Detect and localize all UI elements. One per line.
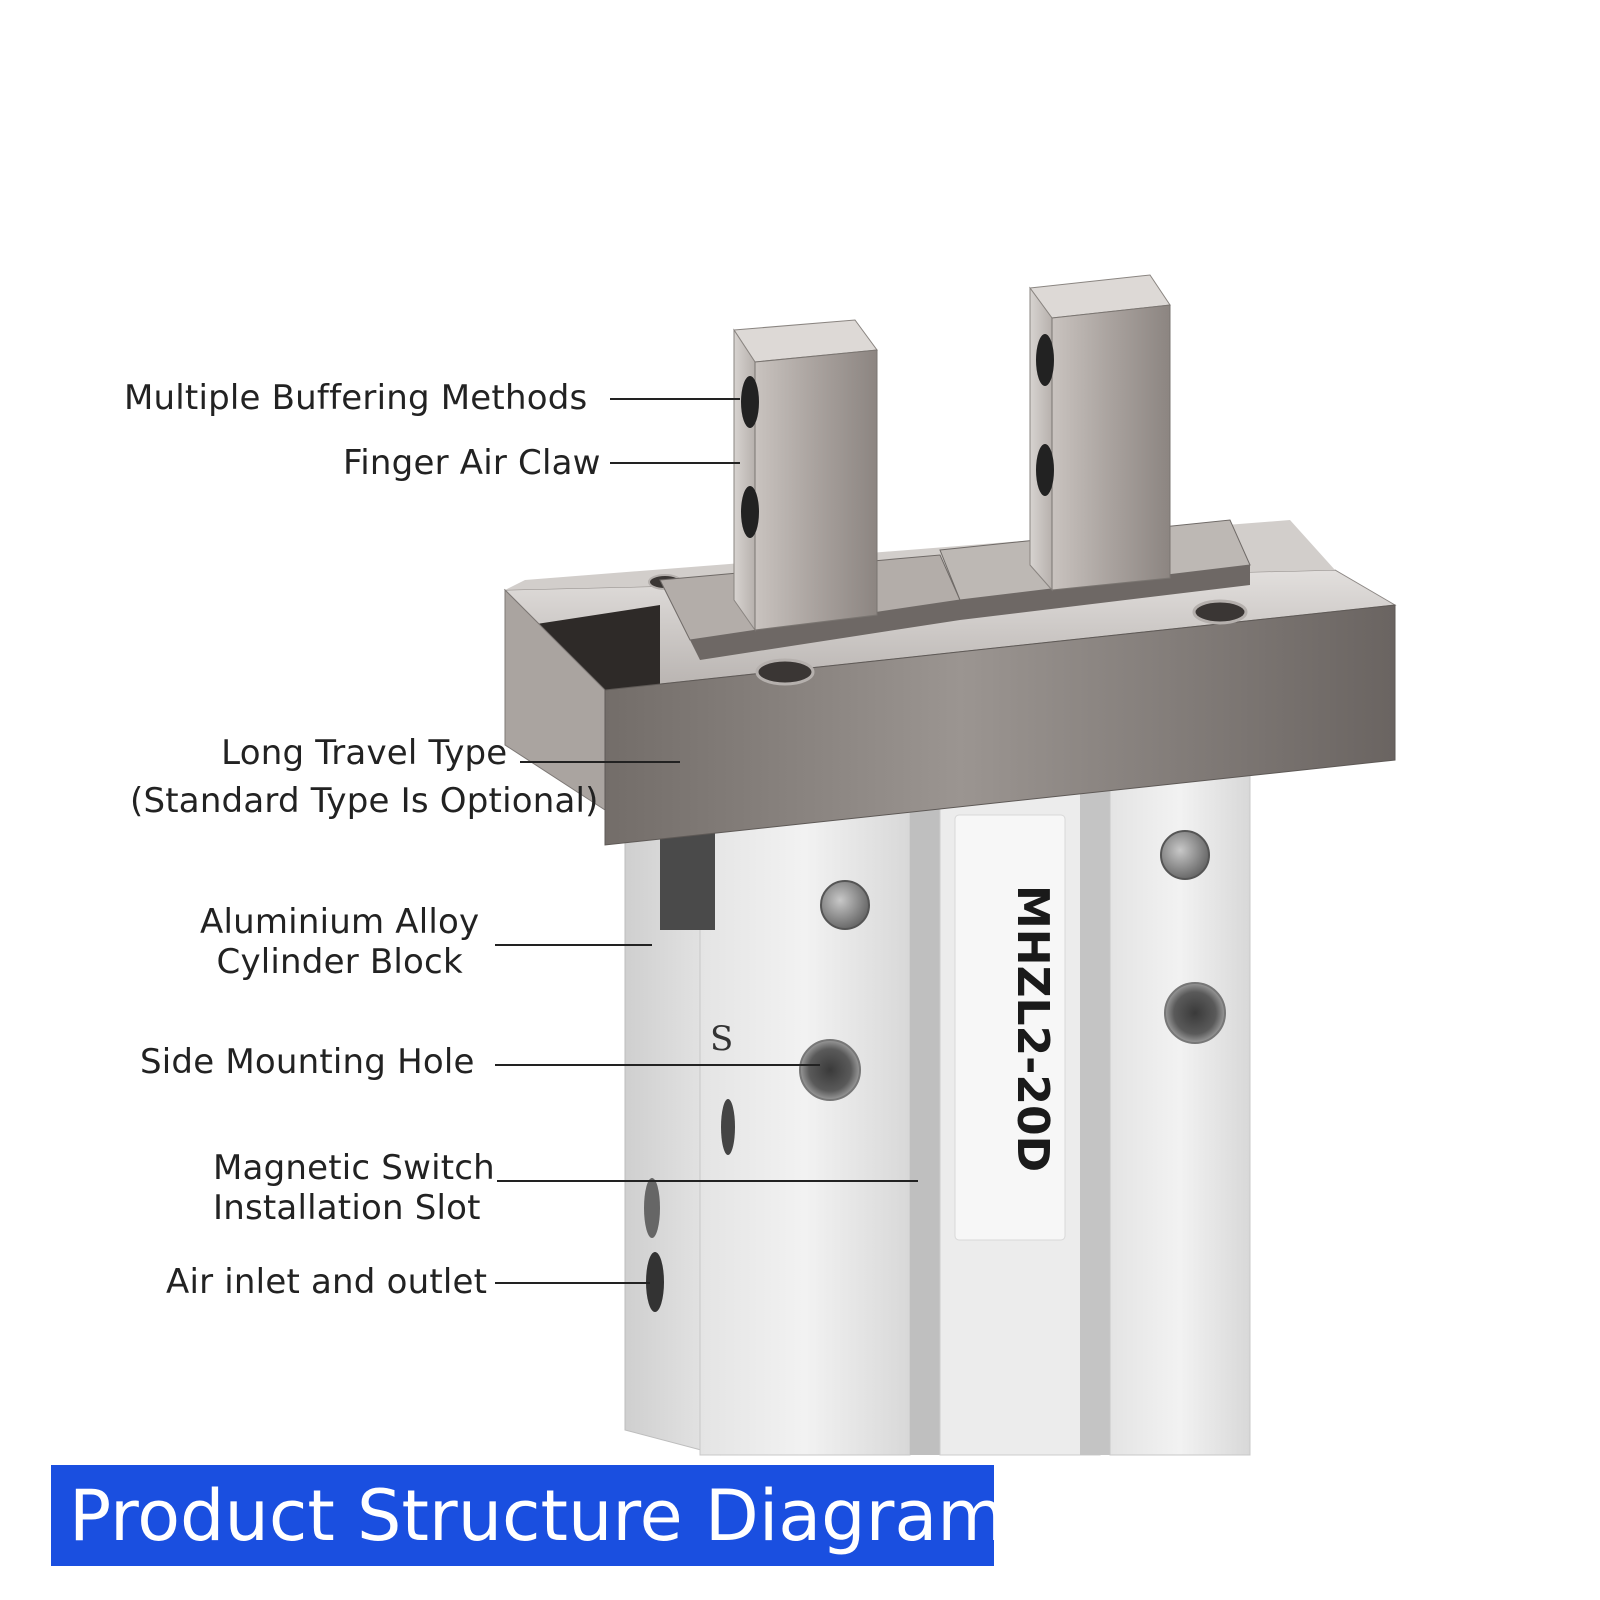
callout-finger-air-claw: Finger Air Claw	[343, 443, 601, 483]
model-label: MHZL2-20D	[1007, 885, 1058, 1172]
callout-long-travel-line1: Long Travel Type	[221, 733, 508, 773]
callout-long-travel-line2: (Standard Type Is Optional)	[130, 781, 599, 821]
leader-lines	[495, 398, 918, 1284]
callout-aluminium-line2: Cylinder Block	[216, 942, 463, 982]
callout-air-inlet-outlet: Air inlet and outlet	[166, 1262, 488, 1302]
callout-magnetic-line1: Magnetic Switch	[213, 1148, 495, 1188]
left-finger	[733, 319, 878, 632]
callout-side-mounting-hole: Side Mounting Hole	[140, 1042, 475, 1082]
right-finger	[1029, 274, 1171, 592]
callout-multiple-buffering-methods: Multiple Buffering Methods	[124, 378, 588, 418]
title-banner: Product Structure Diagram	[51, 1465, 1005, 1566]
body-fasteners	[644, 830, 1226, 1312]
callout-aluminium-alloy-cylinder-block: Aluminium Alloy Cylinder Block	[200, 902, 479, 982]
cylinder-block	[624, 739, 1251, 1456]
side-stamp-label: S	[710, 1019, 733, 1059]
callout-magnetic-switch-slot: Magnetic Switch Installation Slot	[213, 1148, 495, 1228]
callout-aluminium-line1: Aluminium Alloy	[200, 902, 480, 942]
callout-long-travel-type: Long Travel Type (Standard Type Is Optio…	[130, 733, 599, 821]
banner-title: Product Structure Diagram	[69, 1475, 1006, 1557]
callout-magnetic-line2: Installation Slot	[213, 1188, 481, 1228]
